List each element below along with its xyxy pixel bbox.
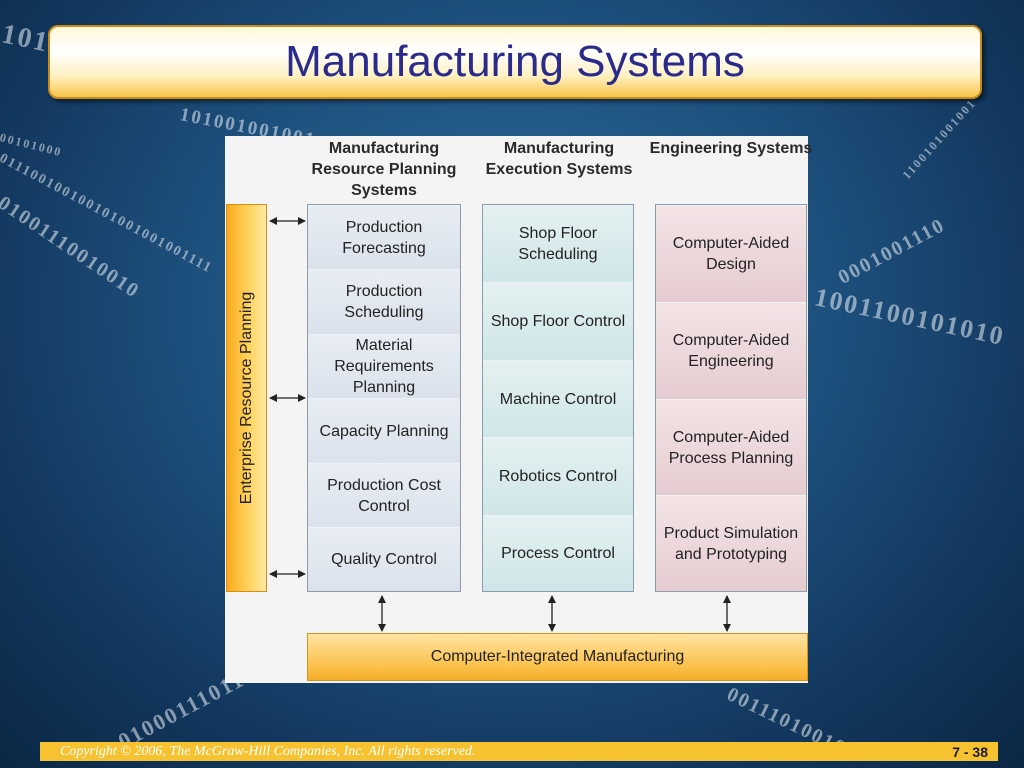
- mes-item: Machine Control: [483, 360, 633, 437]
- mrp-item: Production Scheduling: [308, 269, 460, 334]
- title-bar: Manufacturing Systems: [48, 25, 982, 99]
- cim-bar: Computer-Integrated Manufacturing: [307, 633, 808, 681]
- mrp-item: Capacity Planning: [308, 398, 460, 463]
- binary-text-decoration: 1100101001001: [899, 95, 979, 182]
- mes-item: Robotics Control: [483, 437, 633, 515]
- binary-text-decoration: 1001100101010: [812, 282, 1008, 351]
- copyright-text: Copyright © 2006, The McGraw-Hill Compan…: [60, 743, 476, 759]
- engineering-item: Computer-Aided Process Planning: [656, 399, 806, 495]
- column-heading-mrp: Manufacturing Resource Planning Systems: [311, 140, 457, 199]
- manufacturing-systems-diagram: Manufacturing Resource Planning Systems …: [225, 136, 812, 683]
- column-heading-engineering: Engineering Systems: [649, 140, 813, 157]
- mrp-item: Production Forecasting: [308, 205, 460, 269]
- footer-bar: Copyright © 2006, The McGraw-Hill Compan…: [40, 742, 998, 761]
- connector-arrows: [269, 217, 731, 632]
- mrp-column: Production Forecasting Production Schedu…: [307, 204, 461, 592]
- binary-text-decoration: 101: [0, 18, 53, 59]
- column-heading-mes: Manufacturing Execution Systems: [485, 140, 633, 178]
- erp-bar: Enterprise Resource Planning: [226, 204, 267, 592]
- engineering-item: Product Simulation and Prototyping: [656, 495, 806, 591]
- engineering-item: Computer-Aided Design: [656, 205, 806, 302]
- binary-text-decoration: 01001110010010: [0, 191, 144, 303]
- slide-title: Manufacturing Systems: [285, 37, 745, 86]
- mes-item: Process Control: [483, 515, 633, 591]
- engineering-column: Computer-Aided Design Computer-Aided Eng…: [655, 204, 807, 592]
- mes-item: Shop Floor Control: [483, 282, 633, 360]
- page-number: 7 - 38: [952, 743, 988, 760]
- mrp-item: Production Cost Control: [308, 463, 460, 527]
- mes-item: Shop Floor Scheduling: [483, 205, 633, 282]
- binary-text-decoration: 0001001110: [834, 214, 949, 289]
- mrp-item: Quality Control: [308, 527, 460, 591]
- cim-label: Computer-Integrated Manufacturing: [430, 648, 685, 665]
- engineering-item: Computer-Aided Engineering: [656, 302, 806, 399]
- mes-column: Shop Floor Scheduling Shop Floor Control…: [482, 204, 634, 592]
- mrp-item: Material Requirements Planning: [308, 334, 460, 398]
